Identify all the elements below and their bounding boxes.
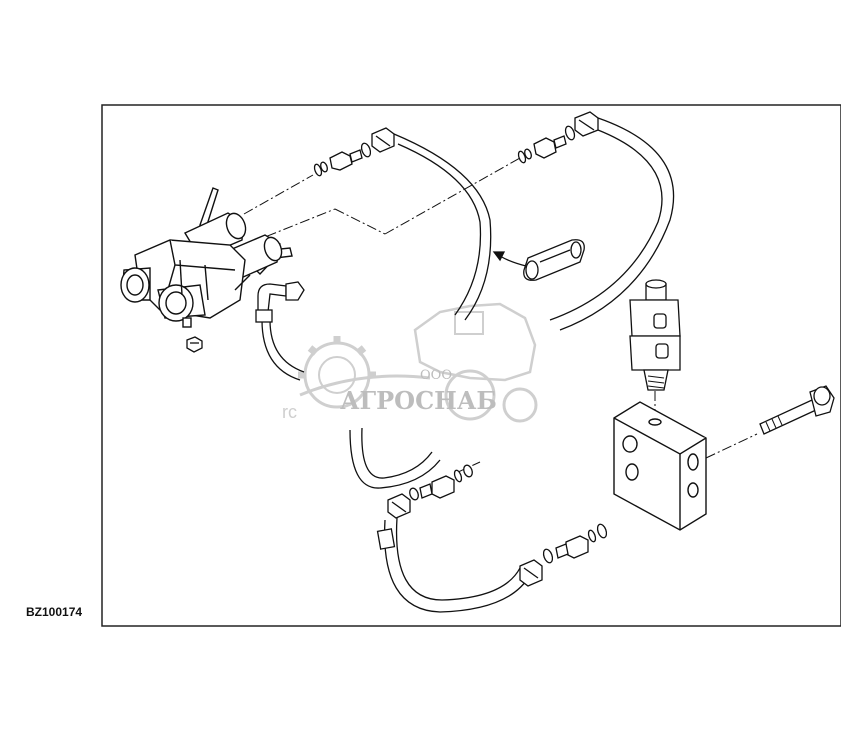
watermark-prefix: ООО <box>420 368 452 383</box>
clamp-arrow <box>492 251 527 267</box>
nut <box>186 336 203 353</box>
hydraulic-hoses <box>261 117 675 613</box>
fitting-set-lower-right <box>519 523 608 587</box>
pressure-switch <box>629 279 681 391</box>
watermark-name: АГРОСНАБ <box>340 386 497 415</box>
watermark-fragment: rc <box>282 402 297 422</box>
fitting-set-upper-right <box>517 111 599 164</box>
fitting-set-lower-middle <box>376 464 473 550</box>
elbow-fitting-left <box>255 281 305 323</box>
mounting-bolt <box>759 385 835 435</box>
fitting-set-upper-left <box>313 127 395 177</box>
figure-id-label: BZ100174 <box>26 605 83 619</box>
watermark-logo <box>298 302 538 423</box>
control-valve-assembly <box>120 187 293 328</box>
valve-block <box>613 401 707 531</box>
hose-clamp <box>523 239 585 281</box>
diagram-frame <box>101 104 841 627</box>
leader-lines <box>243 157 758 474</box>
